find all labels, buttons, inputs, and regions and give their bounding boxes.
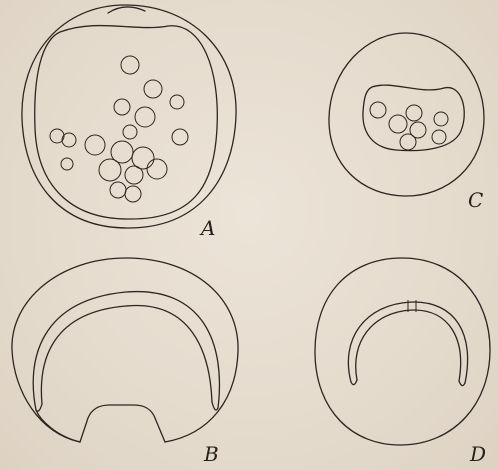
panel-d-embryo-outer [348,302,467,383]
panel-d-drawing [315,258,490,445]
panel-b-blastopore [80,405,165,442]
panel-b-embryo-tip-right [212,402,218,410]
panel-a-drawing [22,5,236,228]
panel-label-d: D [470,442,486,466]
panel-c-drawing [329,33,484,196]
panel-b-embryo-outer [33,292,219,410]
panel-b-embryo-inner [41,306,212,404]
panel-a-micropyle [108,7,145,13]
panel-d-embryo-tip-left [351,380,357,385]
panel-d-outer-membrane [315,258,490,445]
panel-a-outer-membrane [22,5,236,228]
panel-b-inner-outline [36,410,80,442]
panel-b-embryo-tip-left [36,404,42,411]
panel-b-drawing [12,258,238,442]
panel-label-a: A [201,216,215,240]
panel-a-oil-globules [50,56,188,202]
panel-d-embryo-tip-right [459,381,465,386]
panel-d-embryo-inner [356,310,461,381]
panel-b-outer-membrane [12,258,238,442]
panel-c-oil-globules [370,102,448,150]
panel-label-c: C [468,188,483,212]
panel-label-b: B [204,442,219,466]
